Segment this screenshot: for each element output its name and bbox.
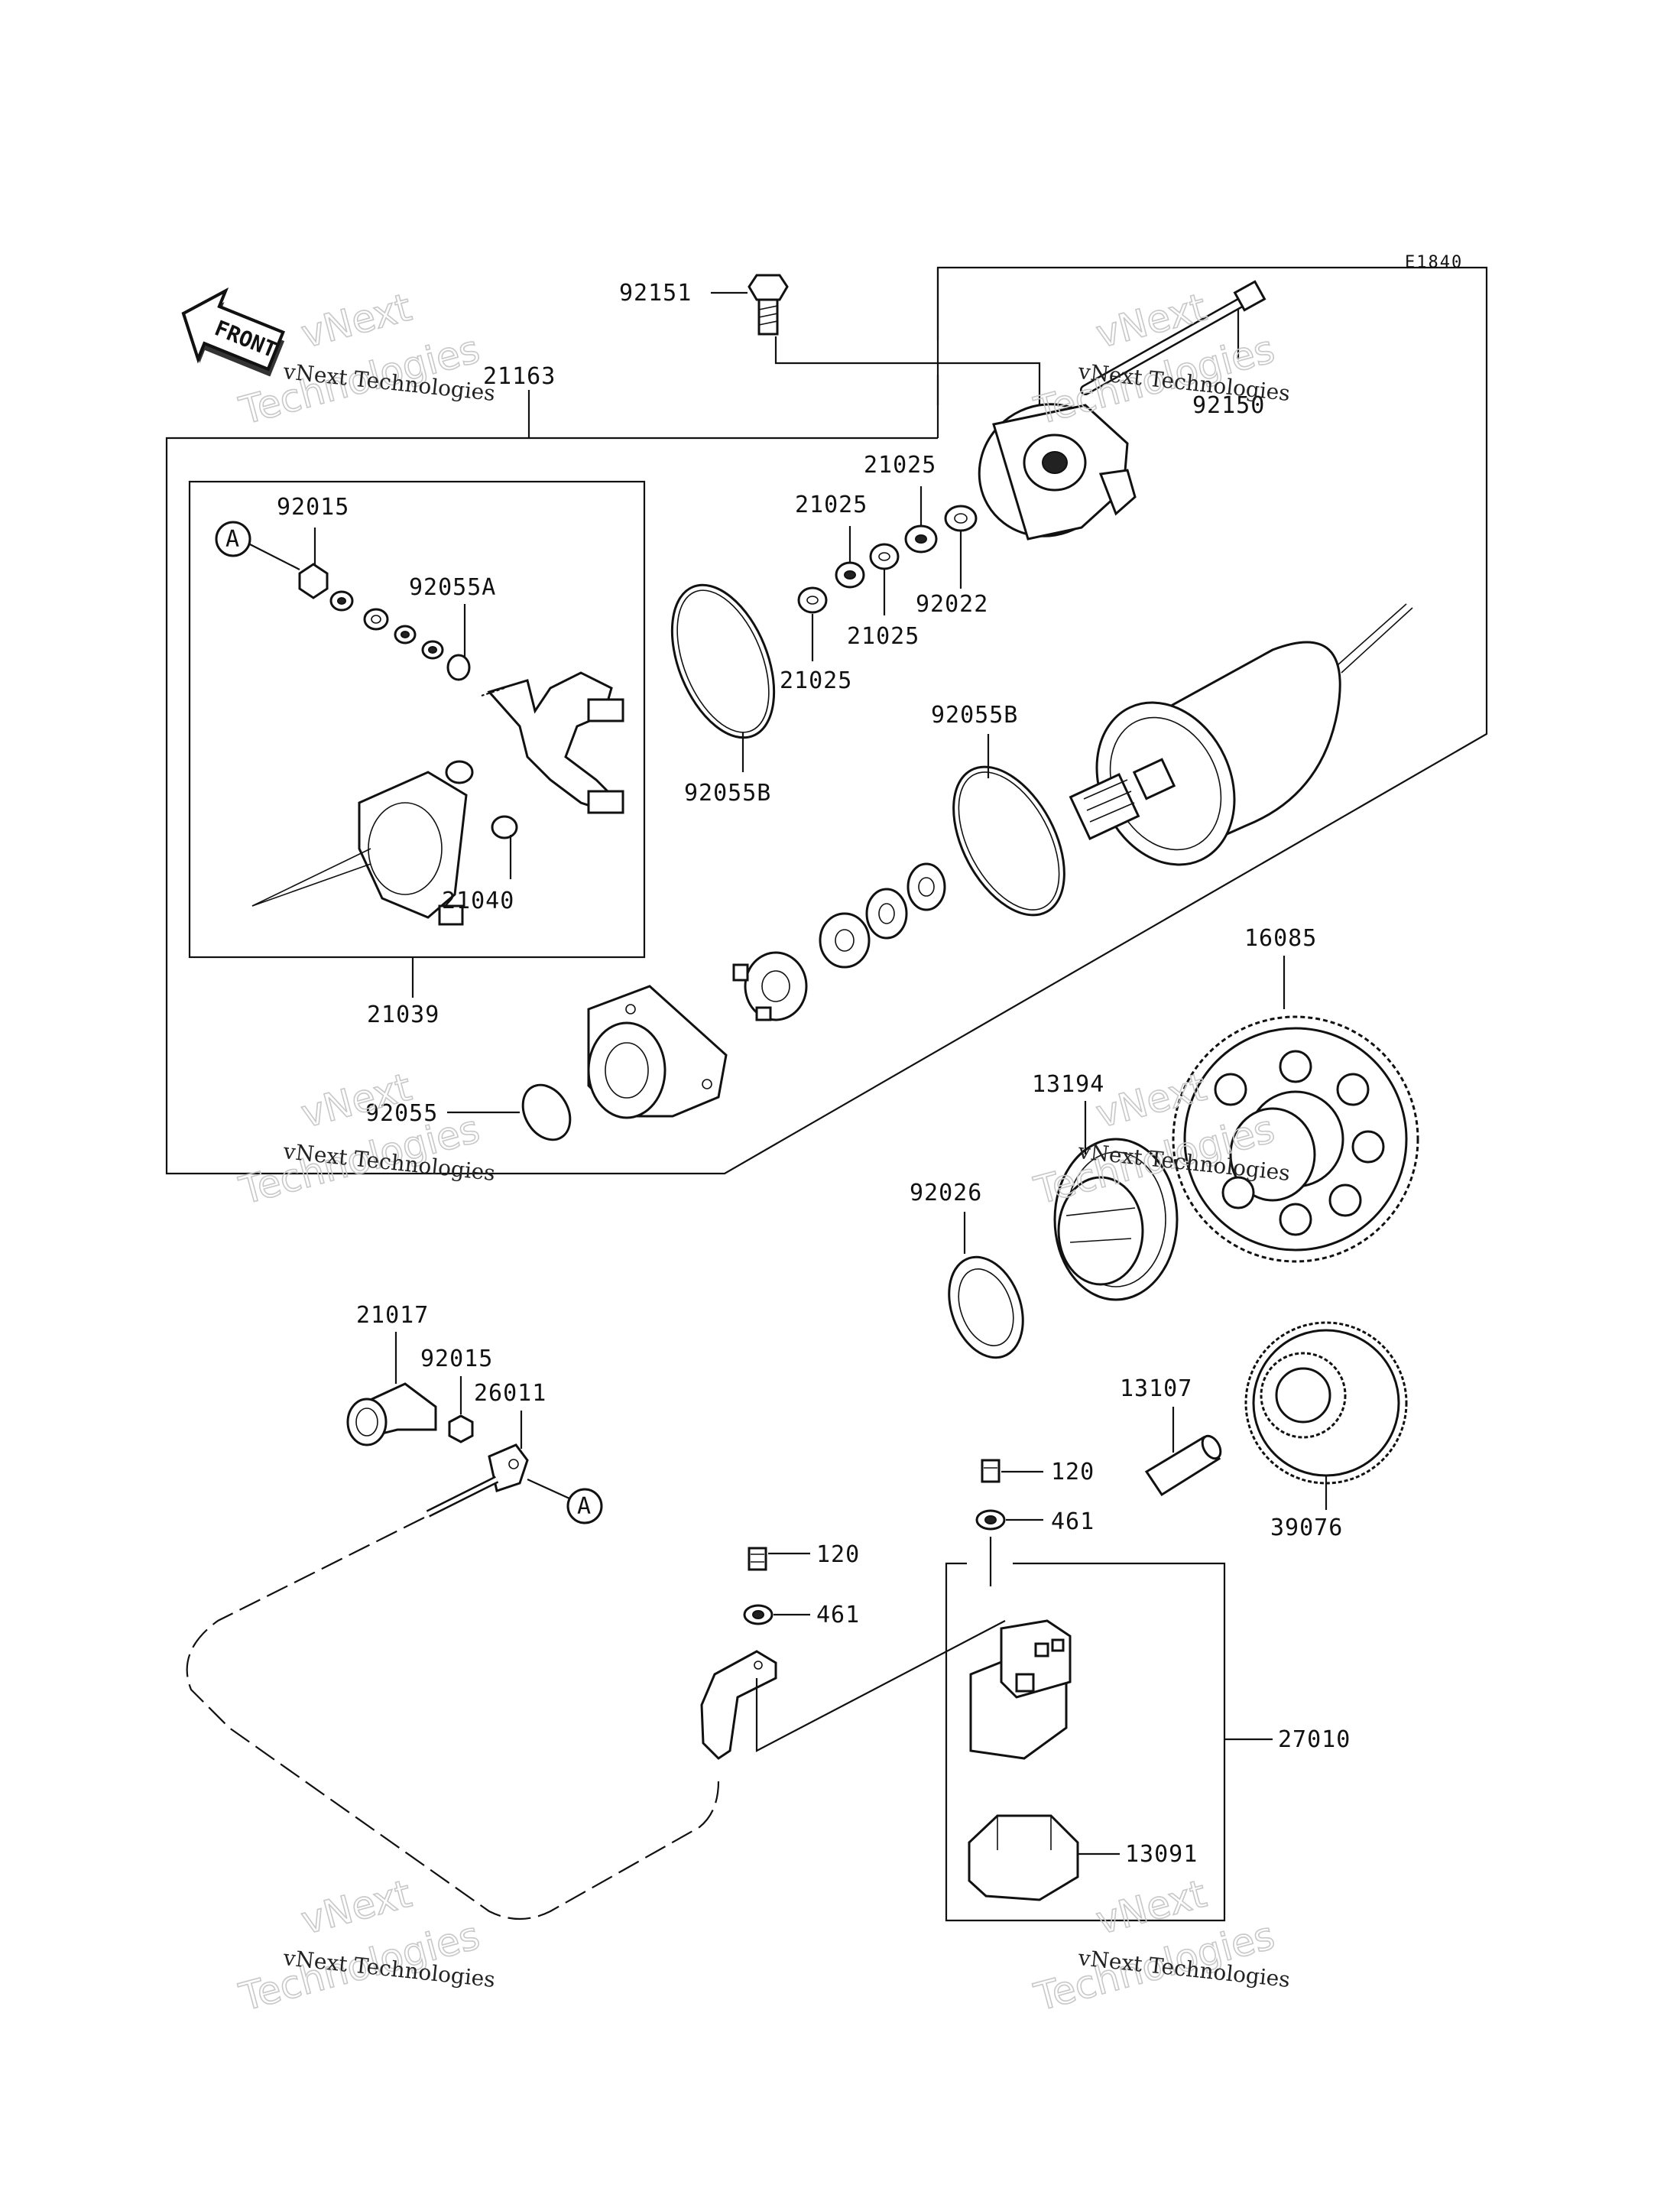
label-92015b: 92015 — [420, 1346, 493, 1372]
front-arrow-icon: FRONT — [181, 287, 285, 377]
label-92026: 92026 — [910, 1180, 982, 1206]
label-92055B-1: 92055B — [684, 780, 771, 807]
label-92055B-2: 92055B — [931, 702, 1018, 729]
label-13107: 13107 — [1120, 1375, 1192, 1402]
part-labels: 92151 21163 92150 92015 92055A 21025 210… — [277, 280, 1351, 1868]
o-ring-92055 — [521, 1083, 572, 1141]
label-120-b: 120 — [816, 1541, 860, 1568]
label-120-a: 120 — [1051, 1459, 1095, 1485]
watermark-bottom-right: vNext Technologies vNext Technologies — [1029, 1871, 1291, 2021]
starter-cable — [186, 1517, 720, 1920]
svg-text:vNext: vNext — [1091, 285, 1211, 357]
relay-cover-13091 — [968, 1814, 1079, 1901]
relay-frame — [945, 1562, 1226, 1922]
washer-92026 — [948, 1255, 1024, 1359]
diagram-code: E1840 — [1405, 253, 1463, 272]
starter-cable-parts — [346, 1382, 529, 1518]
svg-text:vNext: vNext — [297, 285, 416, 357]
starter-relay — [969, 1619, 1072, 1760]
marker-a-lower — [566, 1488, 603, 1524]
label-92151: 92151 — [619, 280, 692, 307]
label-92022: 92022 — [916, 591, 988, 618]
starter-assembly-frame — [165, 266, 1488, 1175]
relay-bracket — [700, 1547, 777, 1760]
label-39076: 39076 — [1270, 1515, 1343, 1541]
watermark-mid-left: vNext Technologies vNext Technologies — [234, 1064, 496, 1214]
svg-text:vNext: vNext — [1091, 1872, 1211, 1943]
label-461-a: 461 — [1051, 1508, 1095, 1535]
label-21040: 21040 — [442, 888, 514, 914]
label-21025-c: 21025 — [847, 623, 919, 650]
label-21025-b: 21025 — [795, 492, 868, 518]
label-21017: 21017 — [356, 1302, 429, 1329]
starter-clip — [732, 951, 808, 1021]
brush-holder-parts — [251, 563, 624, 926]
bolt-92150 — [1080, 280, 1266, 395]
brush-holder-box — [188, 480, 646, 959]
washer-set-mid — [819, 862, 946, 969]
label-92055A: 92055A — [409, 574, 496, 601]
label-461-b: 461 — [816, 1602, 860, 1628]
label-21025-a: 21025 — [864, 452, 936, 479]
label-27010: 27010 — [1278, 1726, 1351, 1753]
gear-16085 — [1172, 1015, 1419, 1263]
gear-39076 — [1244, 1321, 1408, 1485]
label-21025-d: 21025 — [780, 667, 852, 694]
label-92015a: 92015 — [277, 494, 349, 521]
watermark-bottom-left: vNext Technologies vNext Technologies — [234, 1871, 496, 2021]
label-92150: 92150 — [1192, 392, 1265, 419]
label-16085: 16085 — [1244, 925, 1317, 952]
label-13091: 13091 — [1125, 1841, 1198, 1868]
marker-a-upper — [215, 521, 251, 557]
marker-a-upper-label: A — [225, 526, 240, 553]
bolt-92151 — [748, 274, 789, 336]
marker-a-lower-label: A — [577, 1493, 592, 1520]
label-26011: 26011 — [474, 1380, 546, 1407]
shaft-13107 — [1144, 1434, 1222, 1497]
relay-fasteners — [975, 1459, 1006, 1531]
svg-text:vNext: vNext — [297, 1872, 416, 1943]
o-ring-92055B-top — [670, 583, 776, 739]
starter-motor-body — [1069, 603, 1413, 866]
o-ring-92055B-mid — [952, 765, 1065, 917]
label-21163: 21163 — [483, 363, 556, 390]
washer-set-top — [797, 505, 978, 614]
front-cover — [587, 985, 728, 1119]
label-21039: 21039 — [367, 1002, 439, 1028]
label-92055: 92055 — [365, 1100, 438, 1127]
rear-cover — [978, 403, 1137, 541]
label-13194: 13194 — [1032, 1071, 1104, 1098]
clutch-13194 — [1053, 1138, 1179, 1301]
